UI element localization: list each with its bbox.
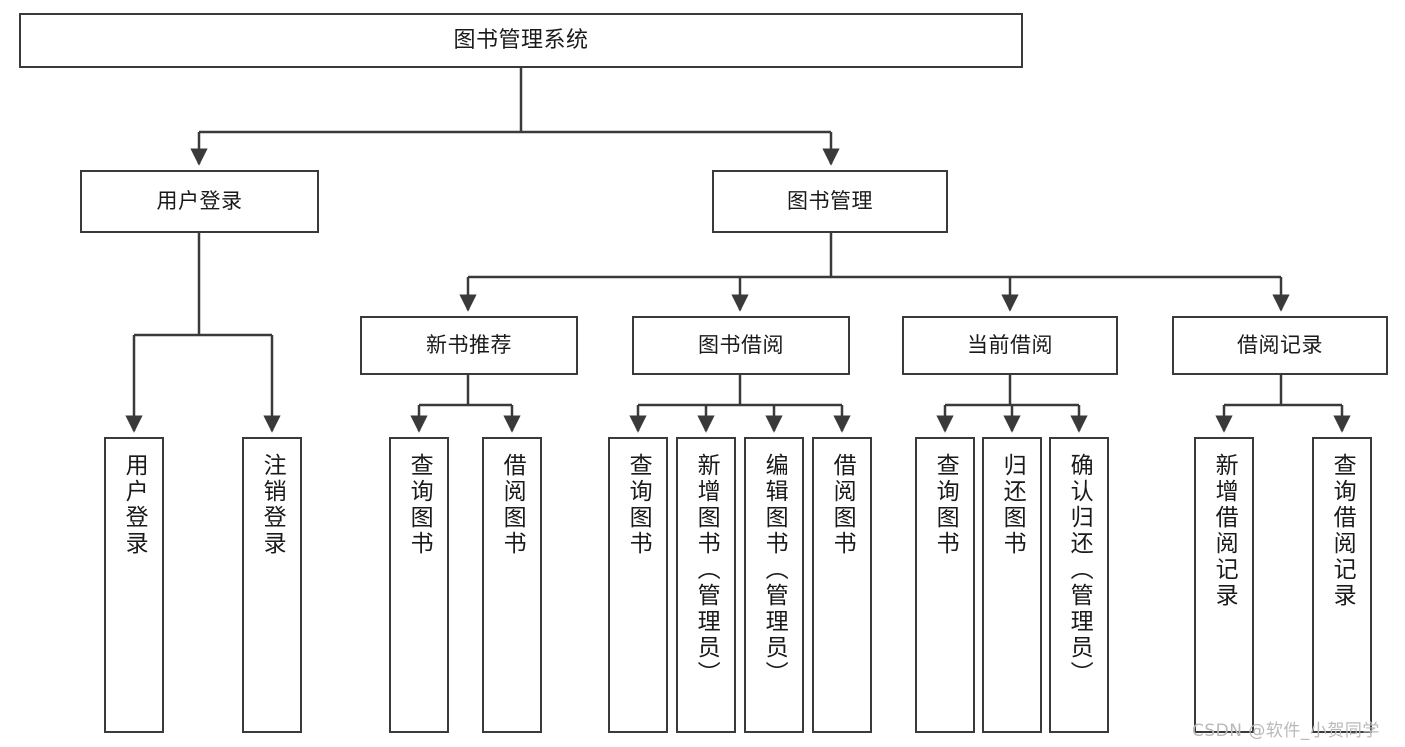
node-label: 借阅记录 — [1237, 333, 1323, 358]
node-label: 用户登录 — [121, 453, 148, 557]
leaf-current-query-books[interactable]: 查询图书 — [915, 437, 975, 733]
node-current-borrowing[interactable]: 当前借阅 — [902, 316, 1118, 375]
csdn-watermark: CSDN @软件_小贺同学 — [1192, 721, 1380, 741]
node-label: 查询图书 — [625, 453, 652, 557]
node-label: 图书管理 — [787, 189, 873, 214]
leaf-user-login-logout[interactable]: 注销登录 — [242, 437, 302, 733]
node-label: 查询借阅记录 — [1329, 453, 1356, 609]
node-user-login[interactable]: 用户登录 — [80, 170, 319, 233]
leaf-borrow-query-books[interactable]: 查询图书 — [608, 437, 668, 733]
node-book-management[interactable]: 图书管理 — [712, 170, 948, 233]
node-label: 编辑图书（管理员） — [761, 453, 788, 687]
node-root-book-management-system[interactable]: 图书管理系统 — [19, 13, 1023, 68]
node-label: 当前借阅 — [967, 333, 1053, 358]
node-label: 新增借阅记录 — [1211, 453, 1238, 609]
leaf-current-return-books[interactable]: 归还图书 — [982, 437, 1042, 733]
node-book-borrowing[interactable]: 图书借阅 — [632, 316, 850, 375]
node-label: 借阅图书 — [499, 453, 526, 557]
leaf-borrow-add-book-admin[interactable]: 新增图书（管理员） — [676, 437, 736, 733]
leaf-new-books-borrow-books[interactable]: 借阅图书 — [482, 437, 542, 733]
leaf-current-confirm-return-admin[interactable]: 确认归还（管理员） — [1049, 437, 1109, 733]
leaf-user-login-login[interactable]: 用户登录 — [104, 437, 164, 733]
node-label: 确认归还（管理员） — [1066, 453, 1093, 687]
node-label: 新增图书（管理员） — [693, 453, 720, 687]
node-label: 借阅图书 — [829, 453, 856, 557]
node-label: 新书推荐 — [426, 333, 512, 358]
node-label: 图书管理系统 — [453, 27, 589, 53]
node-label: 注销登录 — [259, 453, 286, 557]
leaf-borrow-edit-book-admin[interactable]: 编辑图书（管理员） — [744, 437, 804, 733]
leaf-borrow-borrow-books[interactable]: 借阅图书 — [812, 437, 872, 733]
leaf-records-add-record[interactable]: 新增借阅记录 — [1194, 437, 1254, 733]
node-new-book-recommendation[interactable]: 新书推荐 — [360, 316, 578, 375]
leaf-records-query-record[interactable]: 查询借阅记录 — [1312, 437, 1372, 733]
node-label: 查询图书 — [406, 453, 433, 557]
node-label: 图书借阅 — [698, 333, 784, 358]
node-label: 查询图书 — [932, 453, 959, 557]
node-label: 用户登录 — [156, 189, 243, 214]
node-label: 归还图书 — [999, 453, 1026, 557]
node-borrowing-records[interactable]: 借阅记录 — [1172, 316, 1388, 375]
leaf-new-books-query-books[interactable]: 查询图书 — [389, 437, 449, 733]
